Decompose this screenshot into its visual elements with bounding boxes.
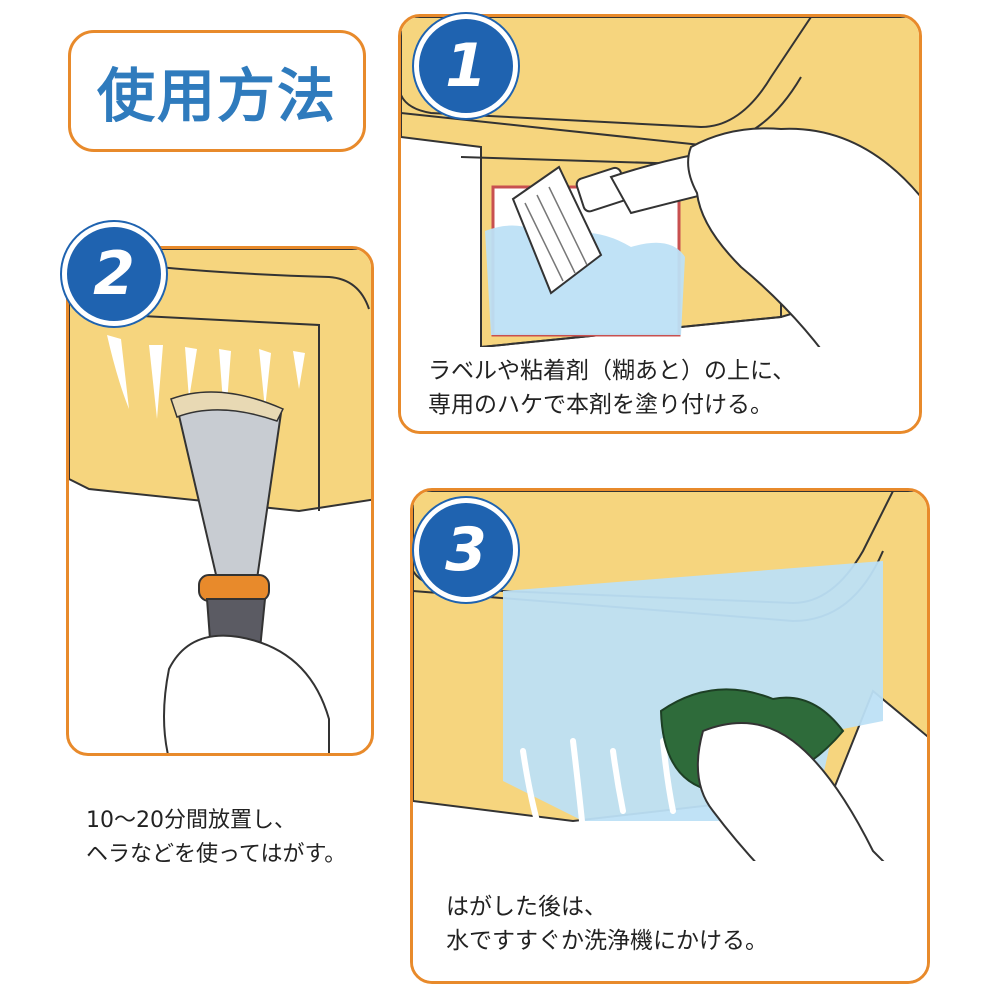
caption-area xyxy=(401,347,919,431)
step-3-illustration xyxy=(413,491,927,981)
step-1-illustration xyxy=(401,17,919,431)
container-panel-edge xyxy=(82,312,320,511)
step-3-panel xyxy=(410,488,930,984)
step-1-caption-line-1: ラベルや粘着剤（糊あと）の上に、 xyxy=(428,358,796,384)
step-2-number: 2 xyxy=(93,239,135,309)
label-residue xyxy=(107,335,305,429)
step-1-caption-line-2: 専用のハケで本剤を塗り付ける。 xyxy=(428,392,773,418)
step-2-caption: 10～20分間放置し、 ヘラなどを使ってはがす。 xyxy=(86,804,346,872)
container-rim xyxy=(401,17,812,129)
step-3-number: 3 xyxy=(445,515,487,585)
step-3-badge: 3 xyxy=(414,498,518,602)
caption-area xyxy=(413,861,927,981)
step-1-panel xyxy=(398,14,922,434)
hand-glove xyxy=(163,634,330,753)
step-2-badge: 2 xyxy=(62,222,166,326)
page-title: 使用方法 xyxy=(96,62,337,130)
step-2-caption-line-1: 10～20分間放置し、 xyxy=(86,808,296,833)
step-3-caption-line-1: はがした後は、 xyxy=(446,894,607,920)
step-3-caption: はがした後は、 水ですすぐか洗浄機にかける。 xyxy=(446,890,768,958)
step-3-caption-line-2: 水ですすぐか洗浄機にかける。 xyxy=(446,928,768,954)
water-drips xyxy=(520,728,724,834)
step-2-caption-line-2: ヘラなどを使ってはがす。 xyxy=(86,842,347,867)
step-1-badge: 1 xyxy=(414,14,518,118)
step-1-caption: ラベルや粘着剤（糊あと）の上に、 専用のハケで本剤を塗り付ける。 xyxy=(428,354,795,422)
title-box: 使用方法 xyxy=(68,30,366,152)
step-1-number: 1 xyxy=(445,31,487,101)
